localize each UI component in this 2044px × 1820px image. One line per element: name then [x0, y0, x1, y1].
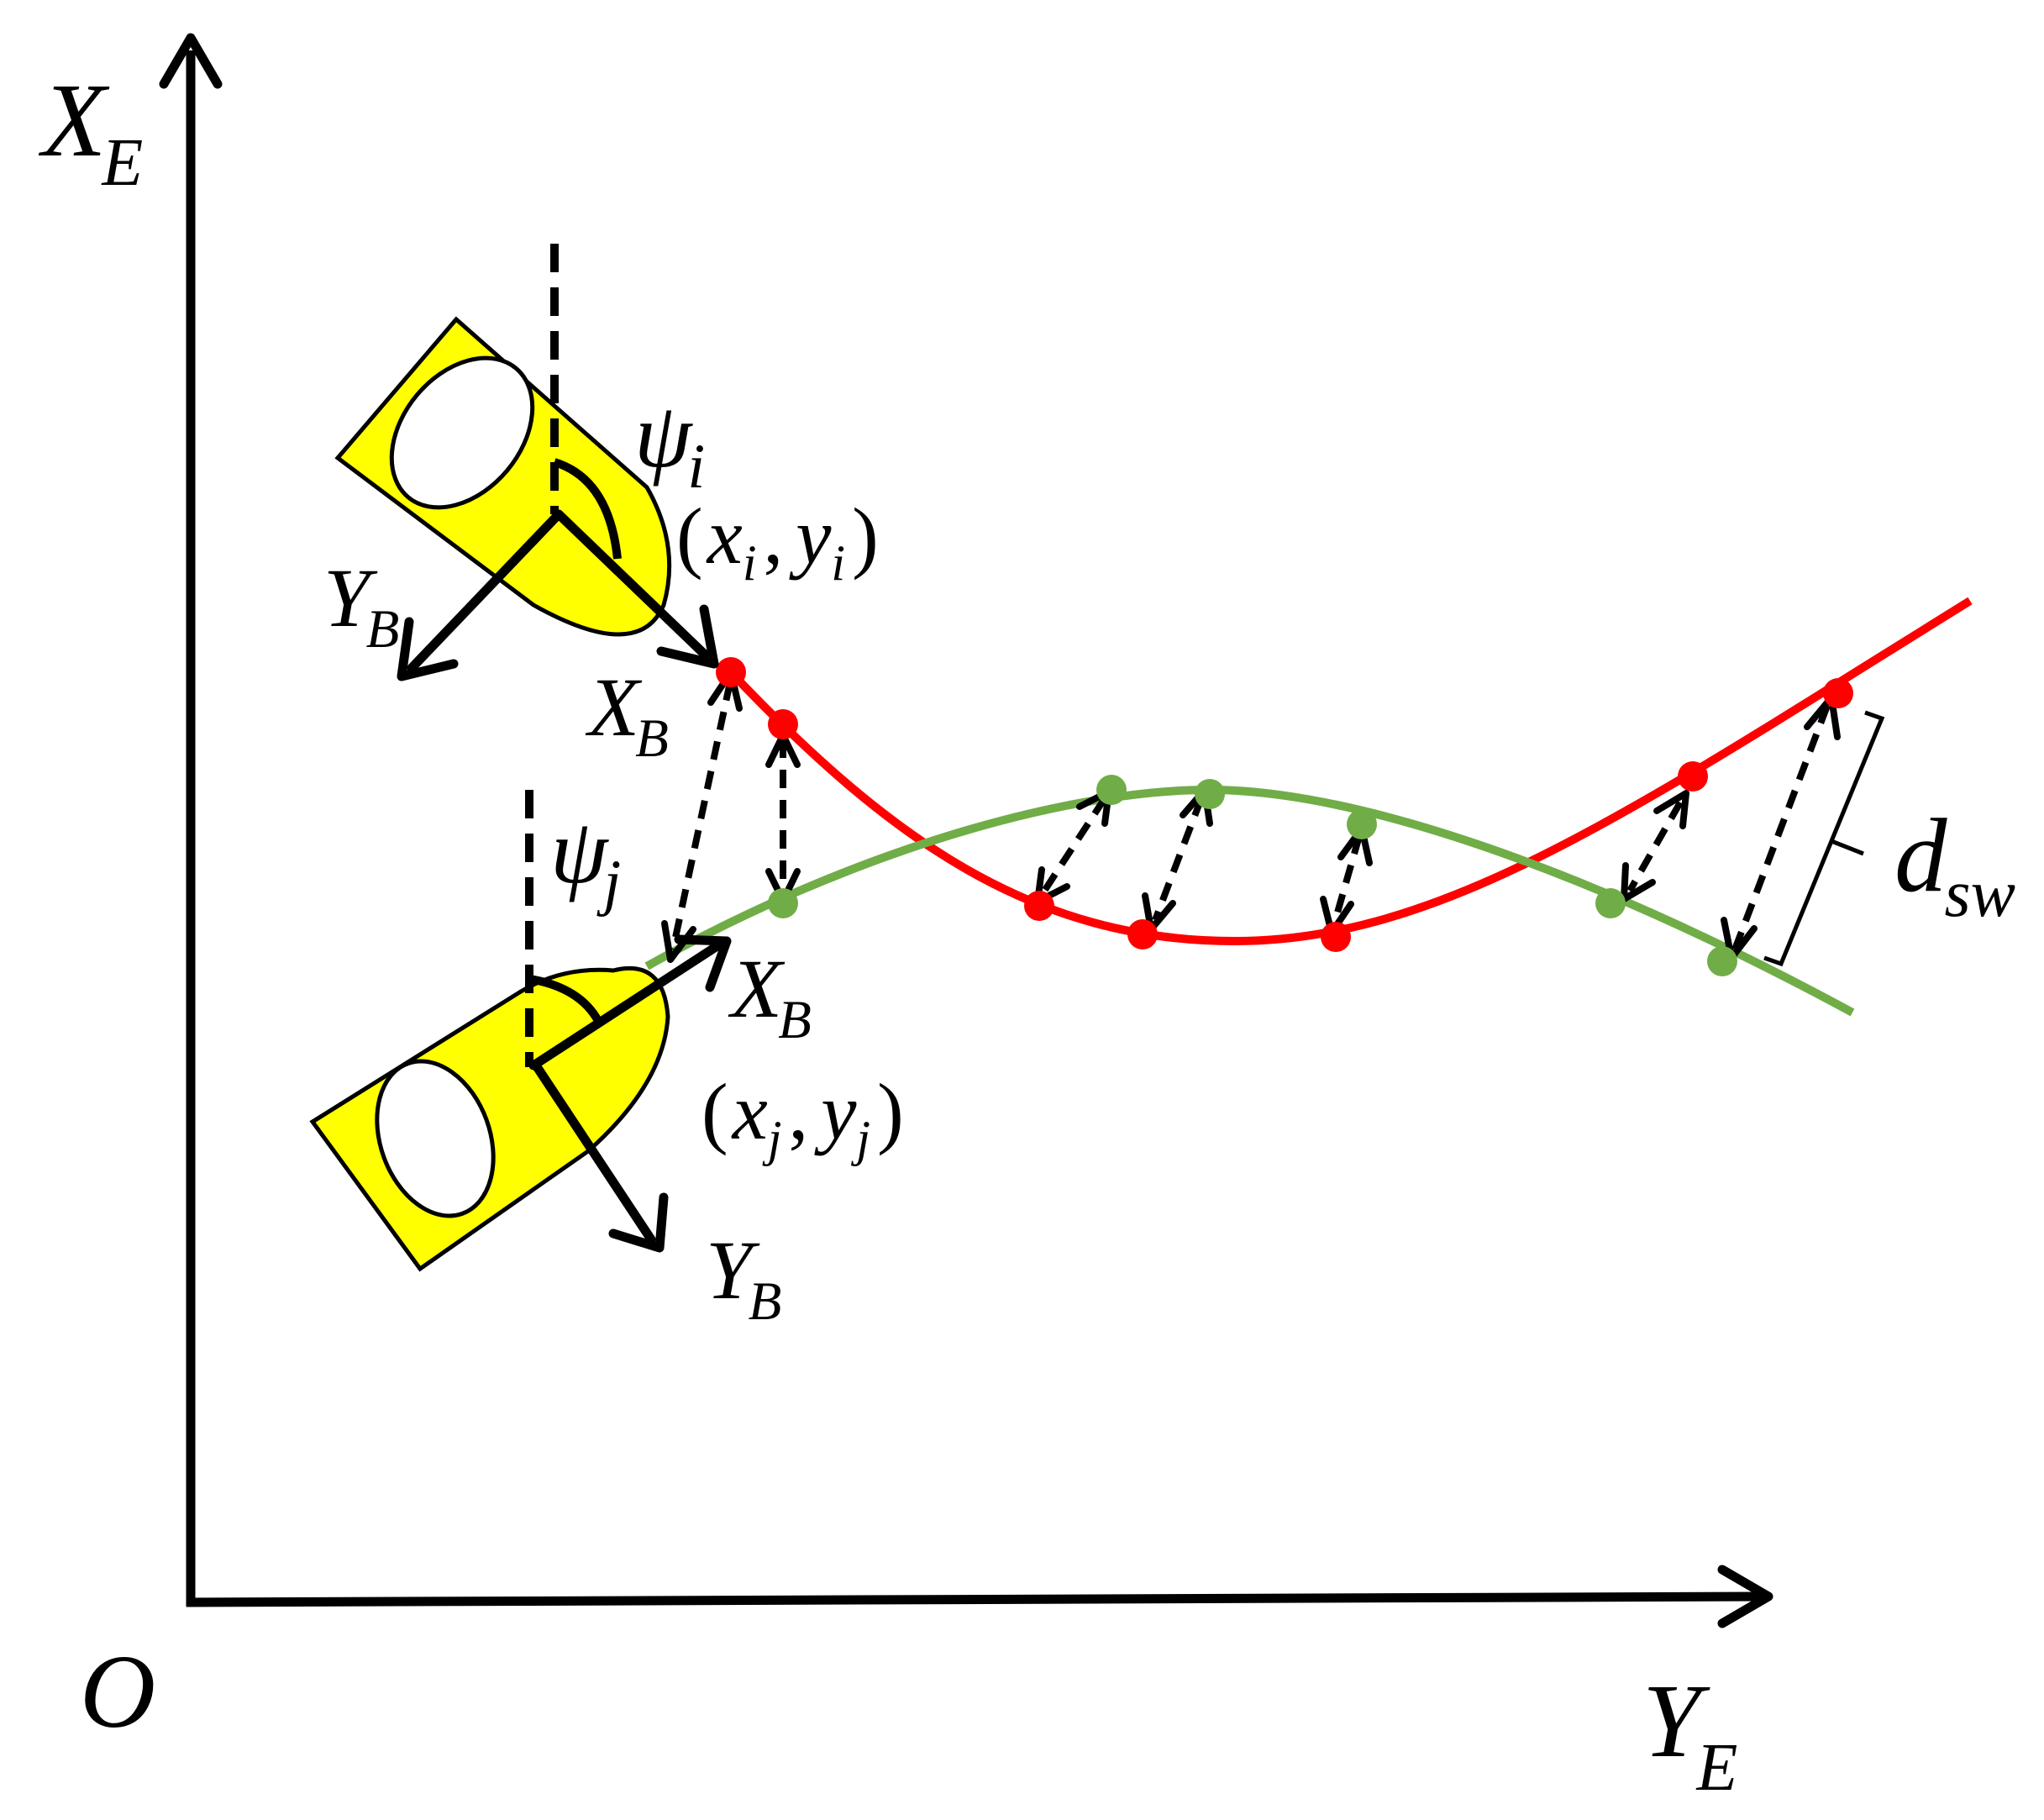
trajectory-i-point	[1321, 922, 1351, 952]
vessel-i-body-x-arrowhead	[656, 604, 719, 669]
x-axis-label: XE	[38, 63, 143, 200]
vessel-j-porthole	[375, 1059, 496, 1218]
trajectory-i-points	[716, 657, 1853, 952]
vessel-i-body-x-label: XB	[585, 660, 669, 769]
vessel-j-position-label: (xj,yj)	[701, 1067, 904, 1166]
vessel-i-body-y-arrowhead	[397, 617, 459, 681]
vessel-i-body-y-label: YB	[323, 551, 399, 660]
safety-distance-label: dsw	[1894, 798, 2015, 931]
vessel-j	[309, 965, 670, 1272]
trajectory-j-point	[1707, 946, 1737, 976]
trajectory-i-point	[1127, 919, 1158, 949]
earth-frame-axes	[159, 33, 1773, 1628]
trajectory-i-point	[768, 709, 798, 739]
vessel-i	[334, 316, 672, 637]
origin-label: O	[80, 1634, 155, 1750]
trajectory-i-point	[1678, 761, 1708, 792]
y-axis-line	[186, 1591, 1765, 1607]
distance-arrow	[1320, 825, 1373, 936]
trajectory-j-point	[1347, 809, 1377, 839]
vessel-i-porthole	[389, 355, 535, 510]
trajectory-j-point	[1595, 888, 1626, 918]
vessel-j-body-x-arrowhead	[674, 934, 732, 992]
vessel-j-body-y-axis	[531, 1060, 656, 1244]
vessel-j-heading-arc	[528, 975, 602, 1023]
vessel-i-body-x-axis	[554, 509, 711, 660]
y-axis-arrowhead	[1717, 1565, 1773, 1628]
trajectory-j-point	[1096, 775, 1127, 805]
vessel-i-heading-arc	[553, 458, 622, 560]
vessel-i-body-y-axis	[407, 509, 564, 673]
vessel-i-position-label: (xi,yi)	[676, 492, 879, 591]
distance-arrow	[1721, 694, 1841, 961]
distance-arrows	[661, 669, 1841, 963]
distance-arrow	[1142, 786, 1213, 933]
trajectory-j	[644, 785, 1855, 1017]
vessel-i-heading-label: ψi	[634, 384, 705, 502]
trajectory-i	[728, 597, 1973, 946]
trajectory-i-point	[1024, 891, 1054, 921]
trajectory-i-point	[1823, 678, 1853, 708]
distance-arrow	[661, 669, 743, 963]
vessel-j-body-x-axis	[528, 940, 723, 1070]
vessel-j-body-x-label: XB	[728, 942, 812, 1050]
trajectory-j-points	[768, 775, 1737, 976]
y-axis-label: YE	[1642, 1664, 1737, 1805]
vessel-j-body-y-label: YB	[706, 1223, 781, 1332]
vessel-j-body-y-arrowhead	[608, 1192, 669, 1253]
safety-distance-bracket	[1763, 710, 1885, 967]
trajectory-j-point	[1195, 779, 1225, 809]
trajectory-j-point	[768, 888, 798, 918]
vessel-j-heading-label: ψj	[550, 800, 621, 918]
trajectory-i-point	[716, 657, 746, 687]
x-axis-arrowhead	[159, 33, 223, 89]
distance-arrow	[765, 732, 801, 904]
